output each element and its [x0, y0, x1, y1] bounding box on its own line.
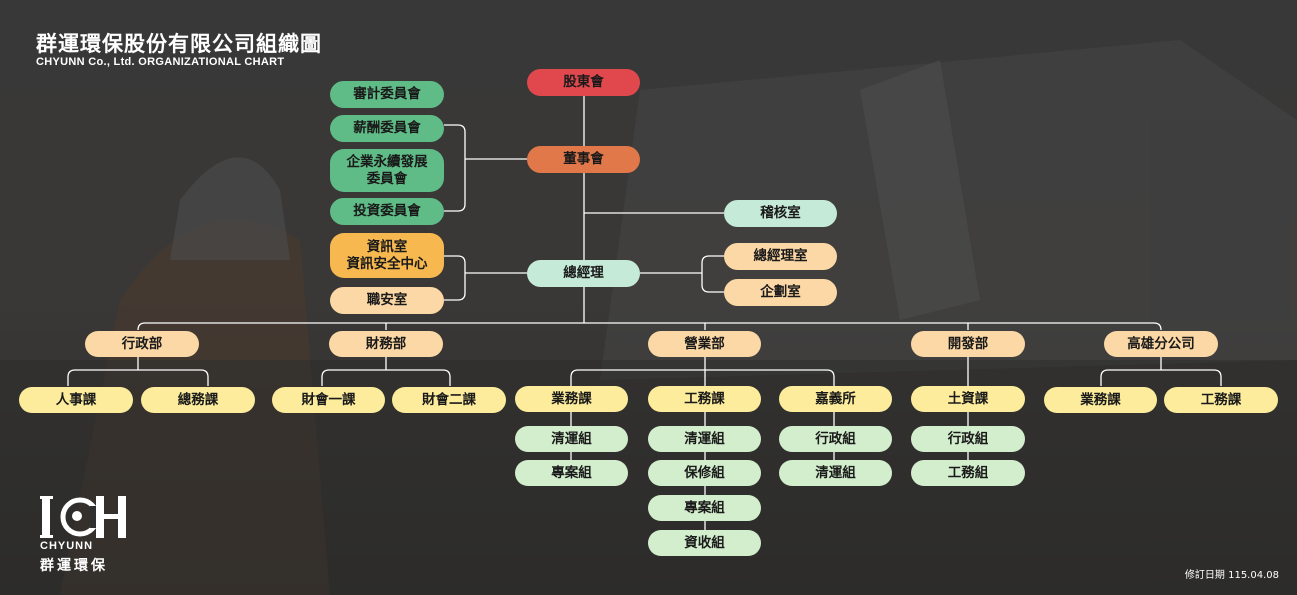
- logo-english-name: CHYUNN: [40, 540, 94, 552]
- hr-section-box: 人事課: [19, 387, 133, 413]
- page-title: 群運環保股份有限公司組織圖: [36, 32, 322, 56]
- safety-office-box: 職安室: [330, 287, 444, 314]
- investment-committee-box: 投資委員會: [330, 198, 444, 225]
- kh-engineering-section-box: 工務課: [1164, 387, 1278, 413]
- planning-office-box: 企劃室: [724, 279, 837, 306]
- chyunn-logo-mark: [40, 496, 126, 538]
- eng-maintenance-team-box: 保修組: [648, 460, 761, 486]
- shareholders-box: 股東會: [527, 69, 640, 96]
- sales-engineering-section-box: 工務課: [648, 386, 761, 412]
- eng-cleaning-team-box: 清運組: [648, 426, 761, 452]
- eng-recycling-team-box: 資收組: [648, 530, 761, 556]
- dev-land-section-box: 土資課: [911, 386, 1025, 412]
- land-engineering-team-box: 工務組: [911, 460, 1025, 486]
- kh-business-section-box: 業務課: [1044, 387, 1157, 413]
- accounting-1-section-box: 財會一課: [272, 387, 385, 413]
- general-manager-box: 總經理: [527, 260, 640, 287]
- sales-business-section-box: 業務課: [515, 386, 628, 412]
- biz-project-team-box: 專案組: [515, 460, 628, 486]
- accounting-2-section-box: 財會二課: [392, 387, 506, 413]
- audit-office-box: 稽核室: [724, 200, 837, 227]
- eng-project-team-box: 專案組: [648, 495, 761, 521]
- general-affairs-section-box: 總務課: [141, 387, 255, 413]
- logo-chinese-name: 群運環保: [40, 558, 108, 574]
- info-office-box: 資訊室 資訊安全中心: [330, 233, 444, 278]
- remuneration-committee-box: 薪酬委員會: [330, 115, 444, 142]
- dev-dept-box: 開發部: [911, 331, 1025, 357]
- audit-committee-box: 審計委員會: [330, 81, 444, 108]
- chiayi-office-box: 嘉義所: [779, 386, 892, 412]
- biz-cleaning-team-box: 清運組: [515, 426, 628, 452]
- sustainability-committee-box: 企業永續發展 委員會: [330, 149, 444, 192]
- page-subtitle: CHYUNN Co., Ltd. ORGANIZATIONAL CHART: [36, 56, 285, 68]
- land-admin-team-box: 行政組: [911, 426, 1025, 452]
- admin-dept-box: 行政部: [85, 331, 199, 357]
- finance-dept-box: 財務部: [329, 331, 443, 357]
- revision-date: 修訂日期 115.04.08: [1184, 570, 1279, 581]
- kaohsiung-branch-box: 高雄分公司: [1104, 331, 1218, 357]
- sales-dept-box: 營業部: [648, 331, 761, 357]
- gm-office-box: 總經理室: [724, 243, 837, 270]
- chiayi-cleaning-team-box: 清運組: [779, 460, 892, 486]
- chiayi-admin-team-box: 行政組: [779, 426, 892, 452]
- board-box: 董事會: [527, 146, 640, 173]
